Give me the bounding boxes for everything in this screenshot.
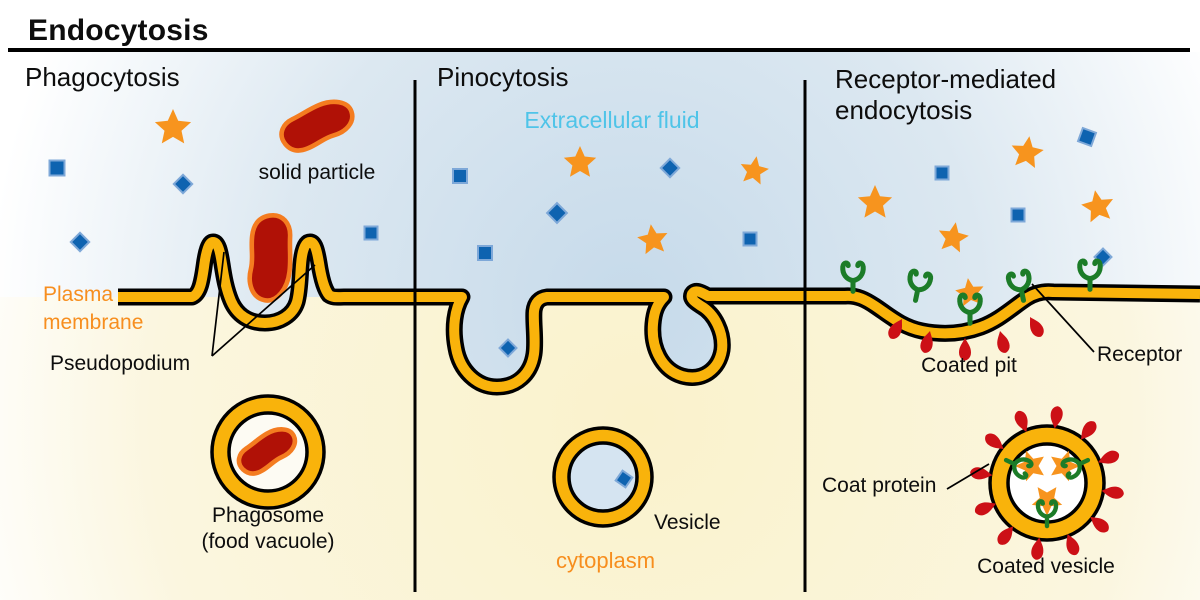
coat-protein-drop (997, 331, 1010, 353)
coat-protein-drop (1050, 406, 1063, 429)
label-phagosome: Phagosome (food vacuole) (201, 504, 335, 554)
solutes-layer (48, 109, 1113, 516)
solute-square-icon (48, 159, 66, 177)
receptor-hook-icon (1003, 457, 1034, 480)
panel-heading-pinocytosis: Pinocytosis (437, 62, 569, 92)
coat-protein-drop (970, 467, 993, 480)
label-vesicle: Vesicle (654, 511, 721, 534)
coat-protein-drop (1090, 516, 1109, 533)
solid-particle-bean (247, 213, 293, 303)
receptor-icon (1005, 268, 1032, 303)
label-coated-vesicle: Coated vesicle (977, 555, 1115, 578)
coat-protein-drop (985, 433, 1004, 450)
solute-square-icon (934, 165, 950, 181)
ligand-star-icon (154, 109, 192, 144)
label-pseudopodium: Pseudopodium (50, 352, 191, 375)
receptors-layer (840, 258, 1103, 529)
panel-heading-receptor-mediated: Receptor-mediated endocytosis (835, 64, 1057, 126)
ligand-star-icon (857, 185, 893, 218)
solute-square-icon (69, 231, 91, 253)
label-coat-protein: Coat protein (822, 474, 937, 497)
receptor-icon (957, 292, 983, 326)
ligand-star-icon (740, 156, 769, 185)
coat-protein-drop (1098, 450, 1120, 464)
coat-protein-drop (959, 338, 971, 361)
coat-protein-drop (1080, 421, 1097, 440)
ligand-star-icon (938, 222, 969, 253)
ligand-star-icon (1011, 136, 1044, 168)
receptor-pointer-line (1031, 283, 1095, 353)
label-coated-pit: Coated pit (921, 354, 1017, 377)
ligand-star-icon (1031, 487, 1063, 516)
receptor-hook-icon (1060, 457, 1091, 480)
label-solid-particle: solid particle (258, 161, 376, 184)
label-extracellular-fluid: Extracellular fluid (524, 107, 700, 133)
coat-proteins-layer (888, 317, 1124, 560)
solute-square-icon (172, 173, 194, 195)
coat-protein-drop (888, 319, 902, 339)
receptor-icon (840, 260, 866, 294)
ligand-star-icon (563, 146, 597, 177)
label-cytoplasm: cytoplasm (556, 548, 656, 573)
solute-square-icon (742, 231, 758, 247)
solute-square-icon (659, 157, 681, 179)
coat-protein-drop (920, 331, 933, 353)
solid-particles-layer (236, 99, 355, 476)
coat-protein-drop (997, 526, 1014, 545)
title-underline (8, 48, 1190, 52)
solid-particle-bean (279, 99, 355, 153)
ligand-star-icon (1081, 190, 1113, 223)
coat-protein-pointer-line (946, 463, 990, 490)
solute-square-icon (545, 201, 569, 225)
coat-protein-drop (1031, 537, 1044, 560)
coat-protein-drop (1066, 534, 1080, 556)
receptor-icon (1077, 258, 1103, 292)
solute-square-icon (1076, 126, 1098, 148)
pseudopodium-pointer-lines (211, 251, 316, 357)
ligand-star-icon (637, 224, 668, 255)
coat-protein-drop (1030, 317, 1044, 337)
solute-square-icon (363, 225, 379, 241)
solute-square-icon (614, 469, 634, 489)
coat-protein-drop (974, 502, 996, 516)
vesicle-inner (567, 441, 639, 513)
solute-square-icon (1010, 207, 1026, 223)
receptor-icon (907, 268, 934, 303)
solid-particle-bean (236, 427, 298, 476)
label-plasma-membrane: Plasma membrane (43, 283, 144, 334)
solute-square-icon (452, 168, 468, 184)
diagram-title: Endocytosis (28, 14, 209, 47)
receptor-hook-icon (1035, 499, 1059, 529)
coat-protein-drop (1101, 486, 1124, 499)
solute-square-icon (477, 245, 493, 261)
coat-protein-drop (1014, 410, 1028, 432)
label-receptor: Receptor (1097, 343, 1183, 366)
panel-heading-phagocytosis: Phagocytosis (25, 62, 180, 92)
solute-square-icon (498, 338, 518, 358)
